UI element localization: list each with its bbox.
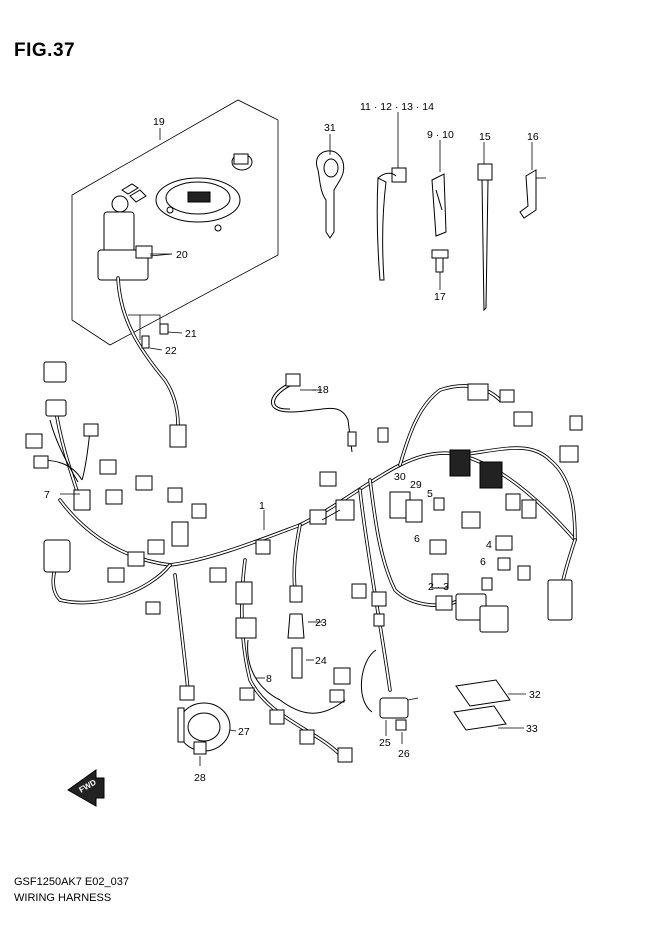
callout-11-12-13-14: 11 · 12 · 13 · 14 [360, 101, 434, 113]
callout-25: 25 [379, 737, 391, 749]
harness-connectors [25, 361, 583, 763]
callout-19: 19 [153, 116, 165, 128]
callout-27: 27 [238, 726, 250, 738]
horn [177, 702, 231, 755]
leader-lines [60, 128, 526, 766]
callout-labels: 19 20 21 22 31 11 · 12 · 13 · 14 9 · 10 … [44, 101, 541, 784]
callout-8: 8 [266, 673, 272, 685]
callout-18: 18 [317, 384, 329, 396]
callout-28: 28 [194, 772, 206, 784]
sensor-25 [360, 649, 419, 731]
callout-5: 5 [427, 488, 433, 500]
callout-21: 21 [185, 328, 197, 340]
sensor-23 [287, 613, 305, 679]
bolt-17 [431, 249, 449, 290]
figure-title: FIG.37 [14, 40, 76, 61]
callout-31: 31 [324, 122, 336, 134]
harness-clamp [431, 140, 447, 237]
callout-6-b: 6 [480, 556, 486, 568]
callout-17: 17 [434, 291, 446, 303]
key [316, 134, 345, 239]
callout-29: 29 [410, 479, 422, 491]
callout-32: 32 [529, 689, 541, 701]
callout-33: 33 [526, 723, 538, 735]
callout-24: 24 [315, 655, 327, 667]
callout-23: 23 [315, 617, 327, 629]
callout-15: 15 [479, 131, 491, 143]
figure-code: GSF1250AK7 E02_037 [14, 876, 129, 888]
callout-16: 16 [527, 131, 539, 143]
sensor-lead [270, 373, 357, 453]
callout-9-10: 9 · 10 [427, 129, 454, 141]
callout-4: 4 [486, 539, 492, 551]
callout-6-a: 6 [414, 533, 420, 545]
callout-22: 22 [165, 345, 177, 357]
figure-name: WIRING HARNESS [14, 892, 112, 904]
warning-labels [453, 679, 511, 731]
ignition-switch [97, 183, 153, 281]
long-cable-tie [477, 142, 493, 312]
cable-tie-clamp [376, 112, 407, 281]
lock-cylinder [231, 153, 253, 171]
callout-2-3: 2 · 3 [428, 581, 449, 593]
callout-30: 30 [394, 471, 406, 483]
clamp-16 [519, 142, 546, 219]
fwd-arrow-icon: FWD [67, 769, 105, 807]
callout-20: 20 [176, 249, 188, 261]
callout-1: 1 [259, 500, 265, 512]
callout-7: 7 [44, 489, 50, 501]
callout-26: 26 [398, 748, 410, 760]
fuel-cap [155, 177, 241, 232]
ignition-kit-box [71, 99, 279, 346]
